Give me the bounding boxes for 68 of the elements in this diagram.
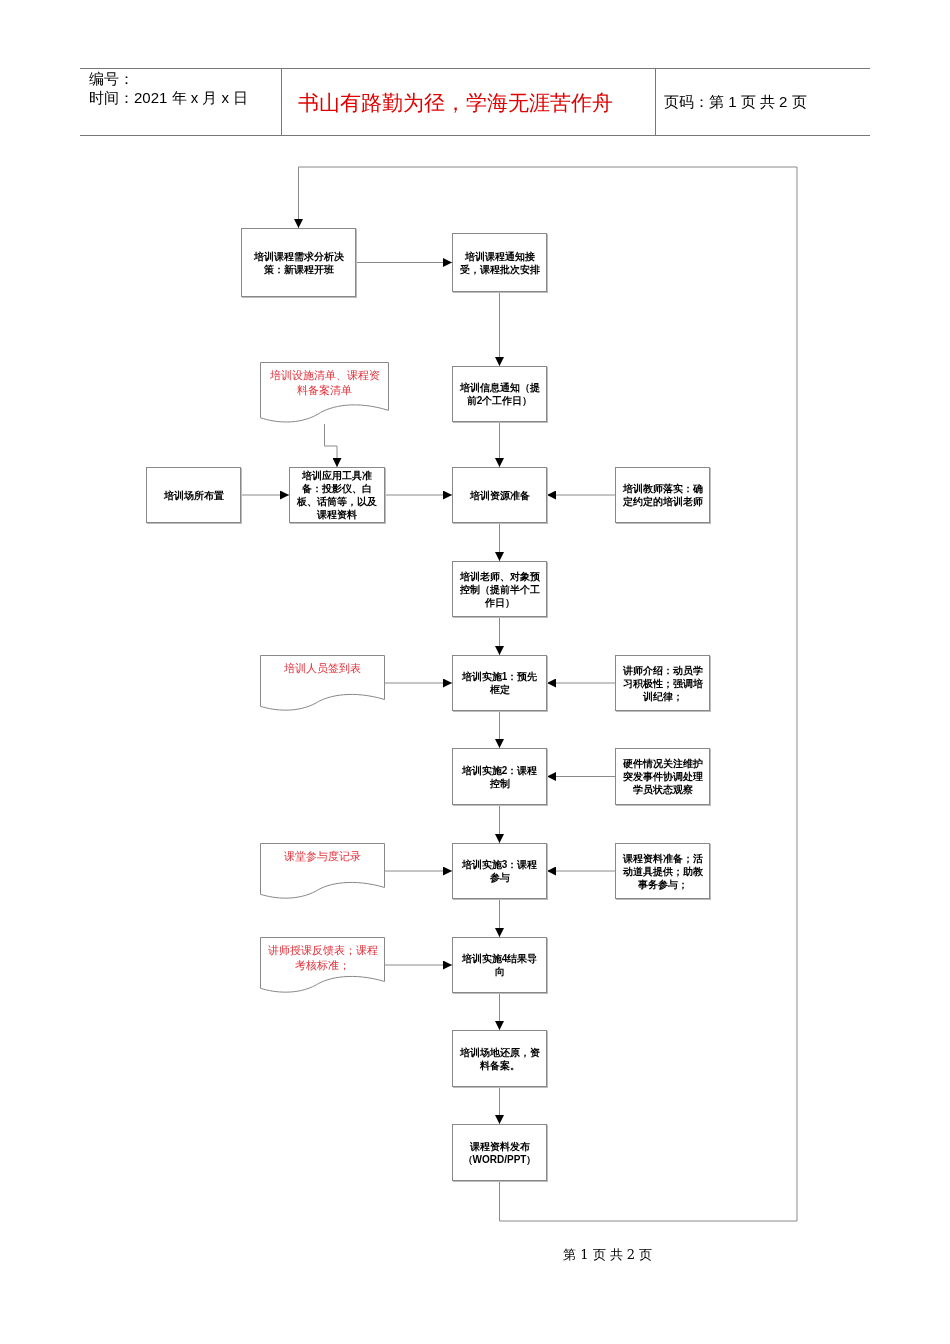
process-text: 培训场地还原，资料备案。	[458, 1045, 541, 1072]
arrow	[324, 423, 342, 468]
process-text: 培训信息通知（提前2个工作日）	[458, 381, 541, 407]
arrow	[495, 710, 504, 749]
process-box	[146, 467, 241, 523]
process-text: 培训教师落实：确定约定的培训老师	[621, 482, 704, 508]
arrow	[384, 490, 453, 500]
header-page-label: 页码：第 1 页 共 2 页	[664, 93, 807, 112]
page-footer: 第 1 页 共 2 页	[563, 1247, 653, 1264]
process-box	[615, 748, 710, 805]
arrow	[495, 522, 504, 562]
process-text: 培训资源准备	[469, 488, 530, 502]
process-box	[452, 467, 547, 523]
arrow	[495, 1086, 504, 1125]
process-box	[452, 843, 547, 899]
document-text: 培训设施清单、课程资料备案清单	[268, 368, 381, 398]
process-text: 培训场所布置	[163, 488, 224, 502]
process-text: 课程资料准备；活动道具提供；助教事务参与；	[621, 851, 704, 891]
arrow	[384, 960, 453, 970]
arrow	[240, 490, 290, 500]
process-box	[615, 467, 710, 523]
process-box	[452, 366, 547, 422]
process-box	[615, 655, 710, 711]
process-text: 讲师介绍：动员学习积极性；强调培训纪律；	[621, 663, 704, 703]
process-text: 培训应用工具准备：投影仪、白板、话筒等，以及课程资料	[296, 469, 378, 521]
process-text: 培训实施4结果导向	[460, 952, 539, 978]
document-shape	[260, 937, 385, 994]
process-box	[452, 1030, 547, 1087]
process-box	[452, 1124, 547, 1181]
arrow	[546, 772, 616, 781]
process-box	[615, 843, 710, 899]
process-box	[452, 561, 547, 617]
process-box	[452, 233, 547, 292]
process-box	[241, 228, 356, 297]
process-box	[452, 748, 547, 805]
document-text: 课堂参与度记录	[283, 849, 362, 864]
arrow	[546, 866, 616, 876]
process-text: 硬件情况关注维护突发事件协调处理学员状态观察	[621, 757, 704, 796]
process-text: 培训实施2：课程控制	[460, 763, 539, 790]
process-text: 培训实施3：课程参与	[460, 858, 539, 884]
arrow	[495, 804, 504, 844]
header-motto: 书山有路勤为径，学海无涯苦作舟	[298, 90, 613, 116]
document-text: 讲师授课反馈表；课程考核标准；	[266, 943, 379, 973]
arrow	[495, 421, 504, 468]
process-text: 培训课程通知接受，课程批次安排	[458, 249, 541, 276]
header-date-label: 时间：2021 年 x 月 x 日	[89, 89, 249, 108]
arrow	[355, 258, 453, 267]
arrow	[495, 616, 504, 656]
process-box	[289, 467, 385, 523]
process-text: 培训课程需求分析决策：新课程开班	[252, 249, 345, 276]
process-text: 培训实施1：预先框定	[460, 670, 539, 696]
arrow	[384, 678, 453, 688]
process-text: 课程资料发布（WORD/PPT）	[461, 1139, 538, 1166]
header-number-label: 编号：	[89, 70, 134, 89]
arrow	[294, 166, 798, 1222]
arrow	[546, 490, 616, 500]
arrow	[495, 992, 504, 1031]
process-box	[452, 937, 547, 993]
process-text: 培训老师、对象预控制（提前半个工作日）	[458, 569, 541, 609]
process-box	[452, 655, 547, 711]
arrow	[495, 898, 504, 938]
document-shape	[260, 655, 385, 712]
document-shape	[260, 362, 389, 424]
arrow	[384, 866, 453, 876]
arrow	[495, 291, 504, 367]
arrow	[546, 678, 616, 688]
document-shape	[260, 843, 385, 900]
document-text: 培训人员签到表	[283, 661, 362, 676]
